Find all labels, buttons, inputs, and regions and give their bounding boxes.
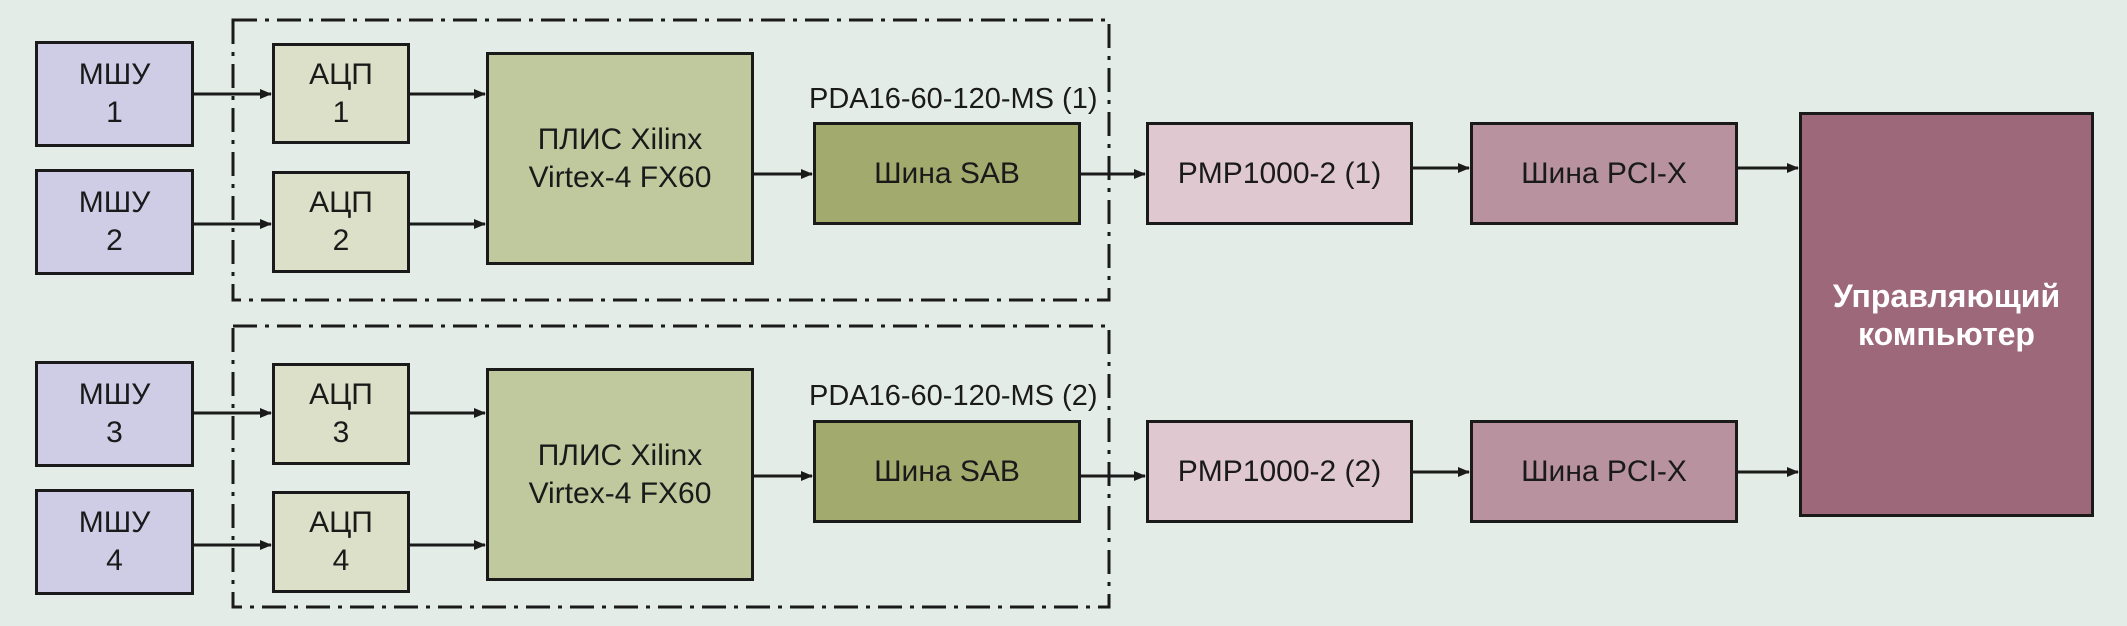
adc-block-3: АЦП 3 <box>272 363 410 465</box>
pcix-bus-block-2: Шина PCI-X <box>1470 420 1738 523</box>
adc-block-4: АЦП 4 <box>272 491 410 593</box>
sab-bus-block-1: Шина SAB <box>813 122 1081 225</box>
lna-block-1: МШУ 1 <box>35 41 194 147</box>
lna-block-4: МШУ 4 <box>35 489 194 595</box>
pmp-block-2: PMP1000-2 (2) <box>1146 420 1413 523</box>
board-frame-1 <box>231 18 1111 302</box>
adc-block-1: АЦП 1 <box>272 43 410 144</box>
board-label-2: PDA16-60-120-MS (2) <box>809 380 1098 412</box>
pmp-block-1: PMP1000-2 (1) <box>1146 122 1413 225</box>
lna-block-3: МШУ 3 <box>35 361 194 467</box>
pcix-bus-block-1: Шина PCI-X <box>1470 122 1738 225</box>
fpga-block-1: ПЛИС Xilinx Virtex-4 FX60 <box>486 52 754 265</box>
host-computer-block: Управляющий компьютер <box>1799 112 2094 517</box>
sab-bus-block-2: Шина SAB <box>813 420 1081 523</box>
fpga-block-2: ПЛИС Xilinx Virtex-4 FX60 <box>486 368 754 581</box>
lna-block-2: МШУ 2 <box>35 169 194 275</box>
board-label-1: PDA16-60-120-MS (1) <box>809 83 1098 115</box>
adc-block-2: АЦП 2 <box>272 171 410 273</box>
board-frame-2 <box>231 324 1111 609</box>
